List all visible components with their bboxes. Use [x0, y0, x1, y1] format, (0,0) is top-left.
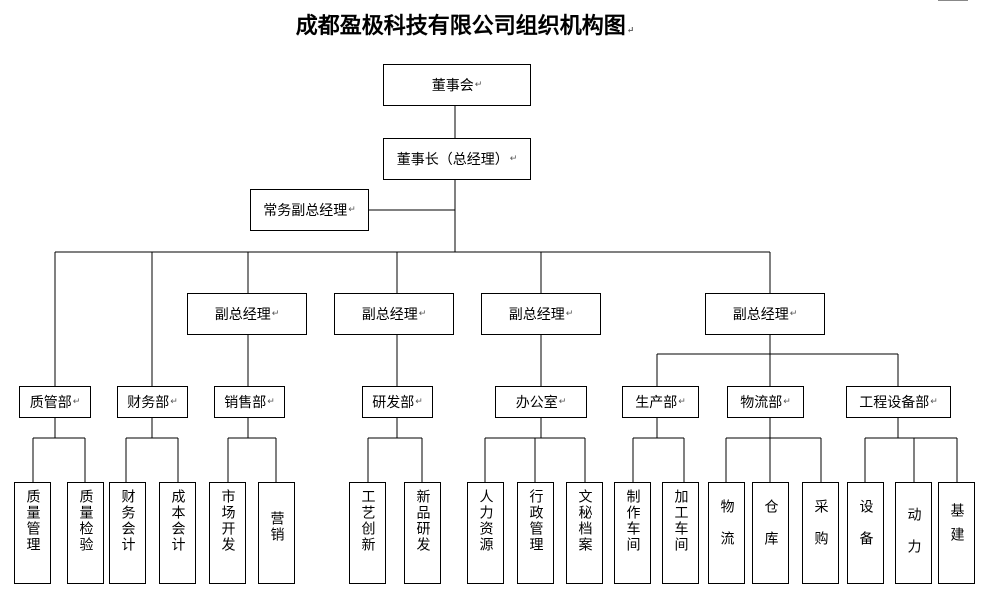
- chairman-box: 董事长（总经理）↵: [383, 138, 531, 180]
- unit-power: 动力: [895, 482, 932, 584]
- dept-quality: 质管部↵: [19, 386, 91, 418]
- unit-quality-mgmt: 质量管理: [14, 482, 51, 584]
- unit-new-product: 新品研发: [404, 482, 441, 584]
- unit-hr: 人力资源: [467, 482, 504, 584]
- unit-marketing: 营销: [258, 482, 295, 584]
- unit-market-dev: 市场开发: [209, 482, 246, 584]
- unit-purchasing: 采购: [802, 482, 839, 584]
- dept-sales: 销售部↵: [214, 386, 285, 418]
- unit-finance-acct: 财务会计: [109, 482, 146, 584]
- unit-logistics: 物流: [708, 482, 745, 584]
- unit-archives: 文秘档案: [566, 482, 603, 584]
- dept-office: 办公室↵: [495, 386, 587, 418]
- unit-warehouse: 仓库: [752, 482, 789, 584]
- vp-box-office: 副总经理↵: [481, 293, 601, 335]
- board-box: 董事会↵: [383, 64, 531, 106]
- unit-admin: 行政管理: [517, 482, 554, 584]
- corner-mark: [938, 0, 968, 5]
- vp-box-sales: 副总经理↵: [187, 293, 307, 335]
- unit-processing-shop: 加工车间: [662, 482, 699, 584]
- unit-cost-acct: 成本会计: [159, 482, 196, 584]
- unit-mfg-shop: 制作车间: [614, 482, 651, 584]
- unit-quality-inspect: 质量检验: [67, 482, 104, 584]
- vp-box-rnd: 副总经理↵: [334, 293, 454, 335]
- vp-box-operations: 副总经理↵: [705, 293, 825, 335]
- exec-vp-box: 常务副总经理↵: [250, 189, 369, 231]
- dept-production: 生产部↵: [622, 386, 699, 418]
- dept-logistics: 物流部↵: [727, 386, 804, 418]
- chart-title: 成都盈极科技有限公司组织机构图↵: [295, 13, 635, 39]
- dept-equipment: 工程设备部↵: [846, 386, 951, 418]
- dept-rnd: 研发部↵: [362, 386, 433, 418]
- dept-finance: 财务部↵: [117, 386, 188, 418]
- unit-infrastructure: 基建: [938, 482, 975, 584]
- unit-equipment: 设备: [847, 482, 884, 584]
- unit-process-innov: 工艺创新: [349, 482, 386, 584]
